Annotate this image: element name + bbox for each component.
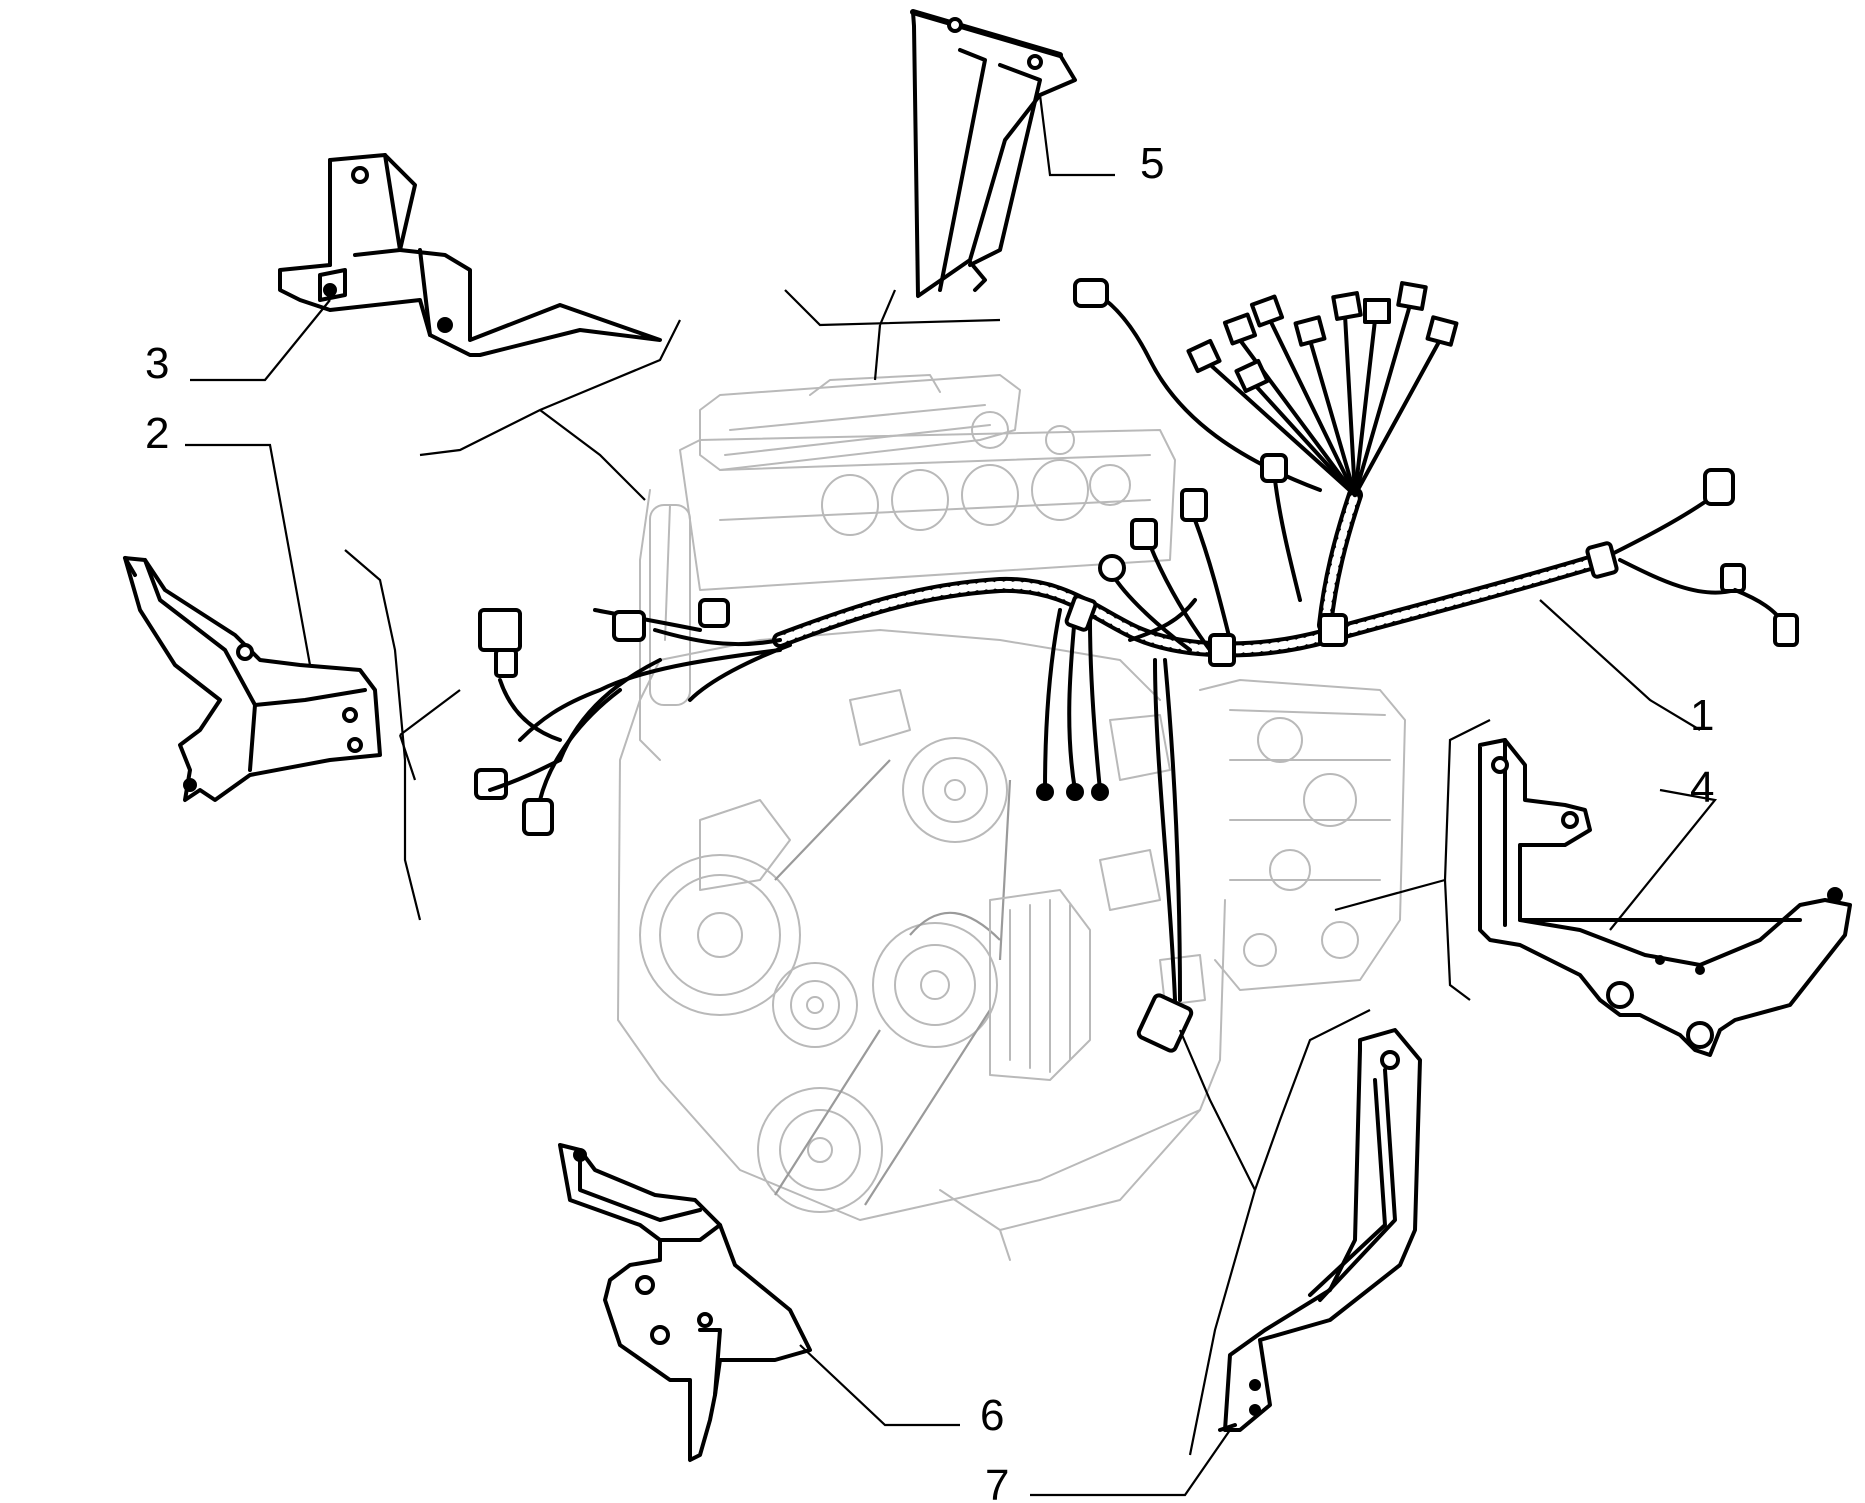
part-2-bracket	[123, 556, 382, 802]
callout-leaders	[185, 94, 1718, 1497]
part-7-bracket	[1218, 1028, 1422, 1432]
callout-6: 6	[980, 1391, 1004, 1440]
callout-7: 7	[985, 1461, 1009, 1503]
engine-block	[617, 374, 1406, 1261]
callout-5: 5	[1140, 139, 1164, 188]
leader-3	[190, 299, 331, 382]
leader-2	[185, 443, 312, 666]
part-3-bracket	[278, 153, 662, 357]
leader-4	[1609, 788, 1718, 931]
callout-1: 1	[1690, 691, 1714, 740]
part-5-bracket	[910, 9, 1077, 298]
part-4-bracket	[1478, 738, 1852, 1057]
leader-7	[1030, 1429, 1231, 1497]
leader-5	[1038, 94, 1115, 177]
leader-6	[799, 1344, 960, 1427]
part-6-bracket	[558, 1143, 812, 1462]
callout-labels: 1 2 3 4 5 6 7	[145, 139, 1714, 1503]
assembly-lines	[344, 289, 1491, 1456]
callout-2: 2	[145, 409, 169, 458]
callout-4: 4	[1690, 763, 1714, 812]
wiring-harness	[474, 278, 1799, 1053]
callout-3: 3	[145, 339, 169, 388]
leader-1	[1539, 599, 1701, 731]
